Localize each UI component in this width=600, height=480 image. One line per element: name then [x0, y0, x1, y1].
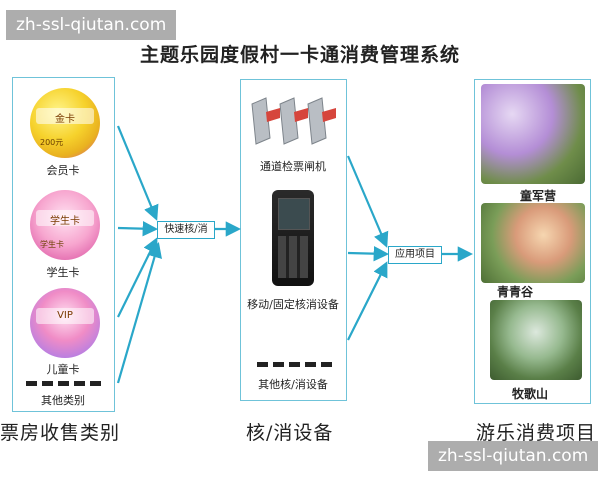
member-card-small-text: 200元 — [40, 138, 64, 147]
gate-label: 通道检票闸机 — [260, 160, 326, 173]
child-card-image: VIP — [30, 288, 100, 358]
member-card-image: 金卡 200元 — [30, 88, 100, 158]
other-category-label: 其他类别 — [41, 394, 85, 407]
zone-label-scout-camp: 童军营 — [520, 189, 557, 203]
handheld-device-image — [272, 190, 314, 286]
page-title: 主题乐园度假村一卡通消费管理系统 — [139, 44, 460, 66]
park-photo-2 — [481, 203, 585, 283]
other-device-label: 其他核/消设备 — [258, 378, 328, 391]
zone-label-green-valley: 青青谷 — [497, 285, 534, 299]
zone-label-pasture-hill: 牧歌山 — [512, 387, 549, 401]
student-card-label: 学生卡 — [46, 266, 80, 279]
devices-section-label: 核/消设备 — [246, 422, 334, 444]
member-card-text: 金卡 — [55, 114, 75, 125]
quick-verify-box: 快速核/消 — [157, 221, 215, 239]
child-card-text: VIP — [57, 310, 73, 321]
park-photo-1 — [481, 84, 585, 184]
student-card-small-text: 学生卡 — [40, 240, 64, 249]
device-label: 移动/固定核消设备 — [247, 298, 339, 311]
attractions-section-label: 游乐消费项目 — [476, 422, 597, 444]
student-card-image: 学生卡 学生卡 — [30, 190, 100, 260]
ticket-types-panel: 金卡 200元 会员卡 学生卡 学生卡 学生卡 VIP 儿童卡 其他类别 — [12, 77, 115, 412]
other-category-dashes — [26, 381, 101, 386]
ticket-types-section-label: 票房收售类别 — [0, 422, 121, 444]
application-items-box: 应用项目 — [388, 246, 442, 264]
watermark-top: zh-ssl-qiutan.com — [6, 10, 177, 40]
other-device-dashes — [257, 362, 332, 367]
child-card-label: 儿童卡 — [46, 363, 80, 376]
watermark-bottom: zh-ssl-qiutan.com — [428, 441, 599, 471]
member-card-label: 会员卡 — [46, 164, 80, 177]
student-card-text: 学生卡 — [50, 216, 80, 227]
arrow-member-to-verify — [116, 125, 159, 221]
turnstile-gate-image — [251, 97, 336, 145]
park-photo-3 — [490, 300, 582, 380]
